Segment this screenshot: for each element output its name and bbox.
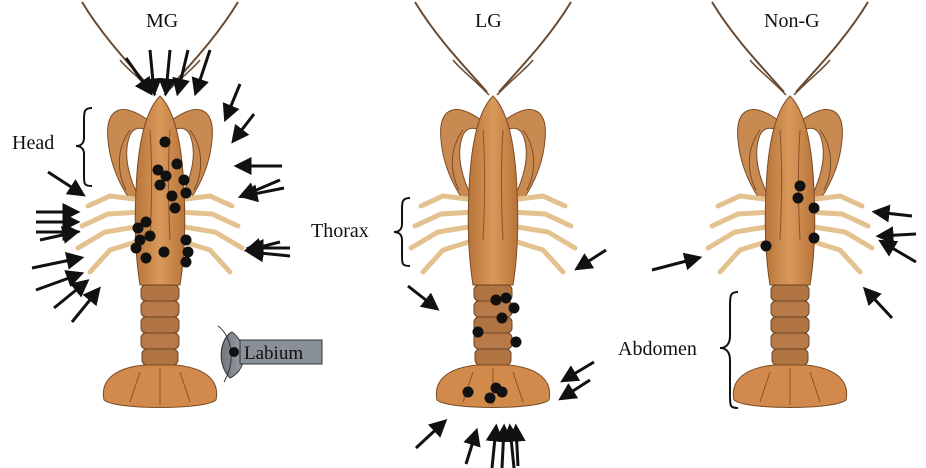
site-dot	[141, 253, 152, 264]
site-dot	[463, 387, 474, 398]
site-dot	[473, 327, 484, 338]
arrow	[36, 274, 80, 290]
site-dot	[761, 241, 772, 252]
site-dot	[809, 203, 820, 214]
site-dot	[793, 193, 804, 204]
arrow	[882, 242, 916, 262]
arrow	[408, 286, 436, 308]
label-labium: Labium	[244, 343, 303, 364]
site-dot	[511, 337, 522, 348]
arrow	[226, 84, 240, 118]
site-dot	[181, 235, 192, 246]
site-dot	[172, 159, 183, 170]
labium-inset: Labium	[218, 326, 322, 382]
crayfish-nong	[708, 2, 872, 408]
arrow	[866, 290, 892, 318]
arrow	[150, 50, 154, 92]
arrow	[876, 212, 912, 216]
site-dot	[181, 188, 192, 199]
site-dot	[485, 393, 496, 404]
site-dot	[491, 295, 502, 306]
site-dot	[497, 313, 508, 324]
site-dot	[497, 387, 508, 398]
crayfish-mg	[78, 2, 242, 408]
arrow	[72, 290, 98, 322]
site-dot	[501, 293, 512, 304]
site-dot	[809, 233, 820, 244]
site-dot	[161, 171, 172, 182]
arrow	[516, 428, 518, 466]
arrow	[166, 50, 170, 92]
arrow	[126, 58, 150, 92]
site-dot	[155, 180, 166, 191]
arrow	[880, 234, 916, 236]
arrow	[562, 380, 590, 398]
site-dot	[170, 203, 181, 214]
thorax-brace	[394, 198, 410, 266]
crayfish-lg	[411, 2, 575, 408]
site-dot	[145, 231, 156, 242]
arrow	[578, 250, 606, 268]
arrow	[48, 172, 82, 194]
site-dot	[167, 191, 178, 202]
arrow	[250, 252, 290, 256]
site-dot	[183, 247, 194, 258]
site-dot	[131, 243, 142, 254]
site-dot	[181, 257, 192, 268]
arrow	[234, 114, 254, 140]
site-dot	[159, 247, 170, 258]
site-dot	[509, 303, 520, 314]
arrow	[510, 428, 514, 468]
arrow	[466, 432, 476, 464]
site-dot	[133, 223, 144, 234]
arrow	[652, 258, 698, 270]
site-dot	[179, 175, 190, 186]
arrow	[54, 282, 86, 308]
arrow	[32, 258, 80, 268]
arrow	[492, 428, 496, 468]
arrow	[416, 422, 444, 448]
head-brace	[76, 108, 92, 186]
site-dot	[160, 137, 171, 148]
arrow	[178, 50, 188, 92]
arrow	[502, 428, 504, 468]
arrow	[564, 362, 594, 380]
site-dot	[795, 181, 806, 192]
